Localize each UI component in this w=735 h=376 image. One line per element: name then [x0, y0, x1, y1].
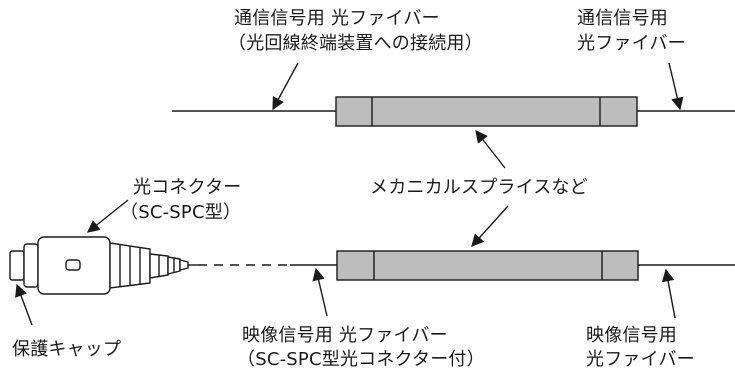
- arrow-bottom-left-fiber: [312, 267, 328, 317]
- label-top-right-fiber-line2: 光ファイバー: [577, 33, 686, 54]
- arrow-bottom-right-fiber: [661, 268, 676, 319]
- label-top-right-fiber-line1: 通信信号用: [577, 8, 668, 29]
- label-bottom-right-fiber-line1: 映像信号用: [586, 325, 677, 346]
- label-protective-cap: 保護キャップ: [12, 339, 122, 360]
- arrow-top-right-fiber: [668, 62, 684, 111]
- label-top-left-fiber-line1: 通信信号用 光ファイバー: [234, 8, 440, 29]
- arrow-connector: [87, 199, 129, 233]
- sc-spc-connector: [9, 236, 198, 295]
- label-bottom-left-fiber-line1: 映像信号用 光ファイバー: [242, 325, 448, 346]
- top-mechanical-splice: [335, 96, 638, 127]
- protective-cap: [9, 250, 25, 281]
- arrow-splice-top: [475, 130, 506, 169]
- arrow-splice-bottom: [471, 205, 509, 247]
- bottom-mechanical-splice: [336, 250, 639, 281]
- label-mechanical-splice: メカニカルスプライスなど: [370, 177, 588, 198]
- label-connector-line1: 光コネクター: [133, 177, 242, 198]
- label-bottom-left-fiber-line2: （SC-SPC型光コネクター付）: [237, 349, 485, 370]
- arrow-top-left-fiber: [272, 62, 299, 111]
- label-connector-line2: （SC-SPC型）: [120, 202, 242, 223]
- label-top-left-fiber-line2: （光回線終端装置への接続用）: [228, 33, 483, 54]
- arrow-cap: [15, 283, 33, 326]
- label-bottom-right-fiber-line2: 光ファイバー: [586, 349, 695, 370]
